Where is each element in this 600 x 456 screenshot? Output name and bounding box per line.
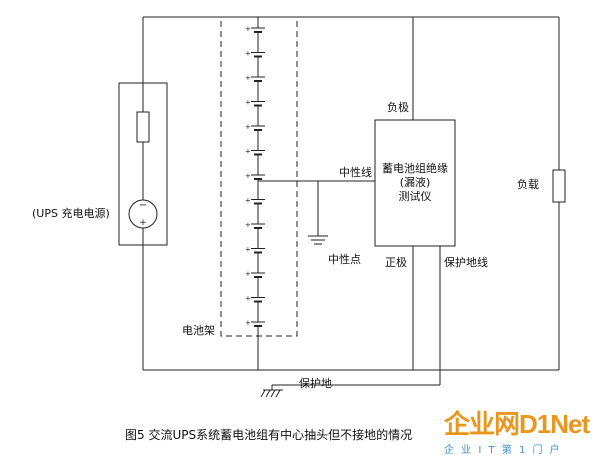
battery-cell-plus-sign: + xyxy=(245,99,251,107)
ups-minus-sign: − xyxy=(139,200,147,211)
battery-cell-plus-sign: + xyxy=(245,246,251,254)
tester-label-line2: (漏液) xyxy=(399,176,431,189)
battery-cell-plus-sign: + xyxy=(245,148,251,156)
figure-caption: 图5 交流UPS系统蓄电池组有中心抽头但不接地的情况 xyxy=(125,428,413,442)
positive-pole-label: 正极 xyxy=(385,256,407,269)
watermark-sub: 企 业 I T 第 1 门 户 xyxy=(444,445,562,456)
battery-cell-plus-sign: + xyxy=(245,270,251,278)
ups-resistor xyxy=(136,111,150,143)
ups-plus-sign: + xyxy=(139,218,147,228)
watermark-logo: 企业网D1Net 企 业 I T 第 1 门 户 xyxy=(444,404,594,456)
neutral-wire-label: 中性线 xyxy=(339,166,372,179)
tester-label: 蓄电池组绝缘 (漏液) 测试仪 xyxy=(375,162,455,204)
battery-cell-plus-sign: + xyxy=(245,123,251,131)
neutral-ground-icon xyxy=(308,235,328,245)
tester-label-line3: 测试仪 xyxy=(398,190,432,203)
watermark-main: 企业网D1Net xyxy=(444,409,590,439)
tester-box xyxy=(374,119,456,247)
battery-cell-plus-sign: + xyxy=(245,25,251,33)
battery-cell-plus-sign: + xyxy=(245,221,251,229)
battery-cell-plus-sign: + xyxy=(245,172,251,180)
load-label: 负载 xyxy=(517,178,539,191)
battery-cell-plus-sign: + xyxy=(245,74,251,82)
ups-charger-label: (UPS 充电电源) xyxy=(32,207,110,220)
protective-ground-icon xyxy=(260,385,283,398)
neutral-point-label: 中性点 xyxy=(328,253,361,266)
battery-cells: + + + + + + + + + + + + + xyxy=(245,25,266,327)
protective-ground-wire-label: 保护地线 xyxy=(444,256,488,269)
battery-cell-plus-sign: + xyxy=(245,197,251,205)
battery-rack-label: 电池架 xyxy=(182,324,215,337)
tester-label-line1: 蓄电池组绝缘 xyxy=(382,162,448,175)
battery-cell-plus-sign: + xyxy=(245,319,251,327)
protective-ground-label: 保护地 xyxy=(299,377,332,390)
battery-cell-plus-sign: + xyxy=(245,295,251,303)
negative-pole-label: 负极 xyxy=(387,101,409,114)
load-resistor xyxy=(552,169,566,203)
battery-cell-plus-sign: + xyxy=(245,50,251,58)
battery-rack-frame xyxy=(220,16,298,337)
